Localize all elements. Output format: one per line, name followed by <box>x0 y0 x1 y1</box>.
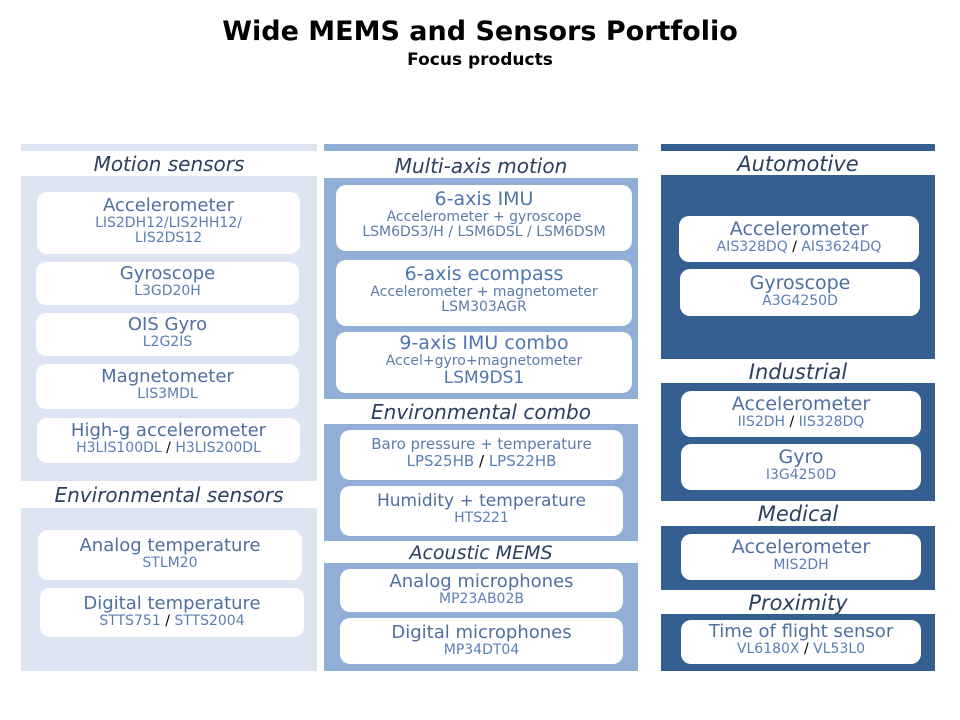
card-description: Accel+gyro+magnetometer <box>385 352 583 369</box>
column-1-top-bar <box>21 144 317 151</box>
part-number: LIS2DS12 <box>134 230 203 247</box>
card-title: Gyroscope <box>749 272 851 294</box>
part-number: H3LIS100DL <box>76 439 162 456</box>
part-number: AIS3624DQ <box>801 238 882 255</box>
card-title: 9-axis IMU combo <box>399 332 569 354</box>
part-number: MP23AB02B <box>439 590 524 607</box>
card-automotive-gyroscope[interactable]: Gyroscope A3G4250D <box>680 269 920 316</box>
card-title: Humidity + temperature <box>377 491 586 511</box>
card-gyroscope[interactable]: Gyroscope L3GD20H <box>36 262 299 305</box>
card-title: Analog temperature <box>79 535 261 556</box>
section-heading-proximity: Proximity <box>661 590 935 615</box>
section-heading-multi-axis-motion: Multi-axis motion <box>324 151 638 178</box>
card-baro-pressure[interactable]: Baro pressure + temperature LPS25HB / LP… <box>340 430 623 480</box>
section-heading-environmental-sensors: Environmental sensors <box>21 482 317 508</box>
card-title: Accelerometer <box>731 536 871 558</box>
section-heading-motion-sensors: Motion sensors <box>21 151 317 176</box>
part-number: HTS221 <box>454 509 509 526</box>
part-number: VL53L0 <box>813 640 866 657</box>
card-digital-temperature[interactable]: Digital temperature STTS751 / STTS2004 <box>40 588 304 637</box>
card-medical-accelerometer[interactable]: Accelerometer MIS2DH <box>681 534 921 580</box>
card-magnetometer[interactable]: Magnetometer LIS3MDL <box>36 364 299 409</box>
column-2-top-bar <box>324 144 638 151</box>
part-number: STTS751 <box>99 612 161 629</box>
card-accelerometer[interactable]: Accelerometer LIS2DH12/LIS2HH12/ LIS2DS1… <box>37 192 300 254</box>
section-heading-medical: Medical <box>661 501 935 526</box>
part-number: IIS328DQ <box>798 413 865 430</box>
section-heading-automotive: Automotive <box>661 151 935 176</box>
card-title: High-g accelerometer <box>70 420 267 441</box>
part-number: STTS2004 <box>174 612 245 629</box>
card-time-of-flight-sensor[interactable]: Time of flight sensor VL6180X / VL53L0 <box>681 620 921 664</box>
card-automotive-accelerometer[interactable]: Accelerometer AIS328DQ / AIS3624DQ <box>679 216 919 262</box>
section-heading-industrial: Industrial <box>661 359 935 384</box>
card-description: Accelerometer + magnetometer <box>370 283 598 300</box>
part-number: LIS3MDL <box>137 385 198 402</box>
card-title: Digital temperature <box>83 593 261 614</box>
card-title: Magnetometer <box>101 366 234 387</box>
part-number: MIS2DH <box>773 556 829 573</box>
card-description: Accelerometer + gyroscope <box>386 208 582 225</box>
card-title: Analog microphones <box>389 571 574 592</box>
separator: / <box>165 612 170 629</box>
card-analog-microphones[interactable]: Analog microphones MP23AB02B <box>340 569 623 612</box>
section-heading-environmental-combo: Environmental combo <box>324 399 638 424</box>
separator: / <box>478 451 485 470</box>
part-number: H3LIS200DL <box>175 439 261 456</box>
card-9-axis-imu-combo[interactable]: 9-axis IMU combo Accel+gyro+magnetometer… <box>336 332 632 393</box>
part-number: LPS22HB <box>488 451 557 470</box>
separator: / <box>792 238 797 255</box>
card-title: Gyro <box>778 446 824 468</box>
column-3-top-bar <box>661 144 935 151</box>
card-title: Baro pressure + temperature <box>371 435 592 453</box>
part-number: LIS2DH12/LIS2HH12/ <box>95 214 242 231</box>
page-subtitle: Focus products <box>407 50 553 70</box>
card-title: OIS Gyro <box>127 314 208 335</box>
card-title: Accelerometer <box>731 393 871 415</box>
part-number: LSM9DS1 <box>443 368 525 389</box>
card-6-axis-ecompass[interactable]: 6-axis ecompass Accelerometer + magnetom… <box>336 260 632 326</box>
part-number: L3GD20H <box>134 282 201 299</box>
panel-automotive <box>661 175 935 359</box>
part-number: LSM6DS3/H / LSM6DSL / LSM6DSM <box>362 224 606 241</box>
part-number: IIS2DH <box>737 413 786 430</box>
card-high-g-accelerometer[interactable]: High-g accelerometer H3LIS100DL / H3LIS2… <box>37 418 300 463</box>
card-title: Gyroscope <box>119 263 216 284</box>
part-number: L2G2IS <box>142 333 193 350</box>
part-number: A3G4250D <box>762 292 838 309</box>
part-number: LSM303AGR <box>441 299 527 316</box>
part-number: I3G4250D <box>765 466 837 483</box>
part-number: STLM20 <box>142 554 198 571</box>
card-title: 6-axis ecompass <box>404 263 564 285</box>
card-humidity-temperature[interactable]: Humidity + temperature HTS221 <box>340 486 623 536</box>
card-analog-temperature[interactable]: Analog temperature STLM20 <box>38 530 302 580</box>
card-industrial-gyro[interactable]: Gyro I3G4250D <box>681 444 921 490</box>
card-title: Accelerometer <box>102 195 235 216</box>
card-title: Accelerometer <box>729 218 869 240</box>
part-number: VL6180X <box>736 640 800 657</box>
card-title: 6-axis IMU <box>434 188 534 210</box>
card-ois-gyro[interactable]: OIS Gyro L2G2IS <box>36 313 299 356</box>
card-industrial-accelerometer[interactable]: Accelerometer IIS2DH / IIS328DQ <box>681 391 921 437</box>
section-heading-acoustic-mems: Acoustic MEMS <box>324 541 638 564</box>
part-number: LPS25HB <box>406 451 475 470</box>
separator: / <box>789 413 795 430</box>
separator: / <box>166 439 171 456</box>
page-title: Wide MEMS and Sensors Portfolio <box>222 16 738 47</box>
card-digital-microphones[interactable]: Digital microphones MP34DT04 <box>340 618 623 664</box>
card-title: Digital microphones <box>391 622 572 643</box>
part-number: MP34DT04 <box>443 641 520 658</box>
separator: / <box>803 640 809 657</box>
card-title: Time of flight sensor <box>708 621 894 642</box>
part-number: AIS328DQ <box>716 238 788 255</box>
card-6-axis-imu[interactable]: 6-axis IMU Accelerometer + gyroscope LSM… <box>336 185 632 251</box>
